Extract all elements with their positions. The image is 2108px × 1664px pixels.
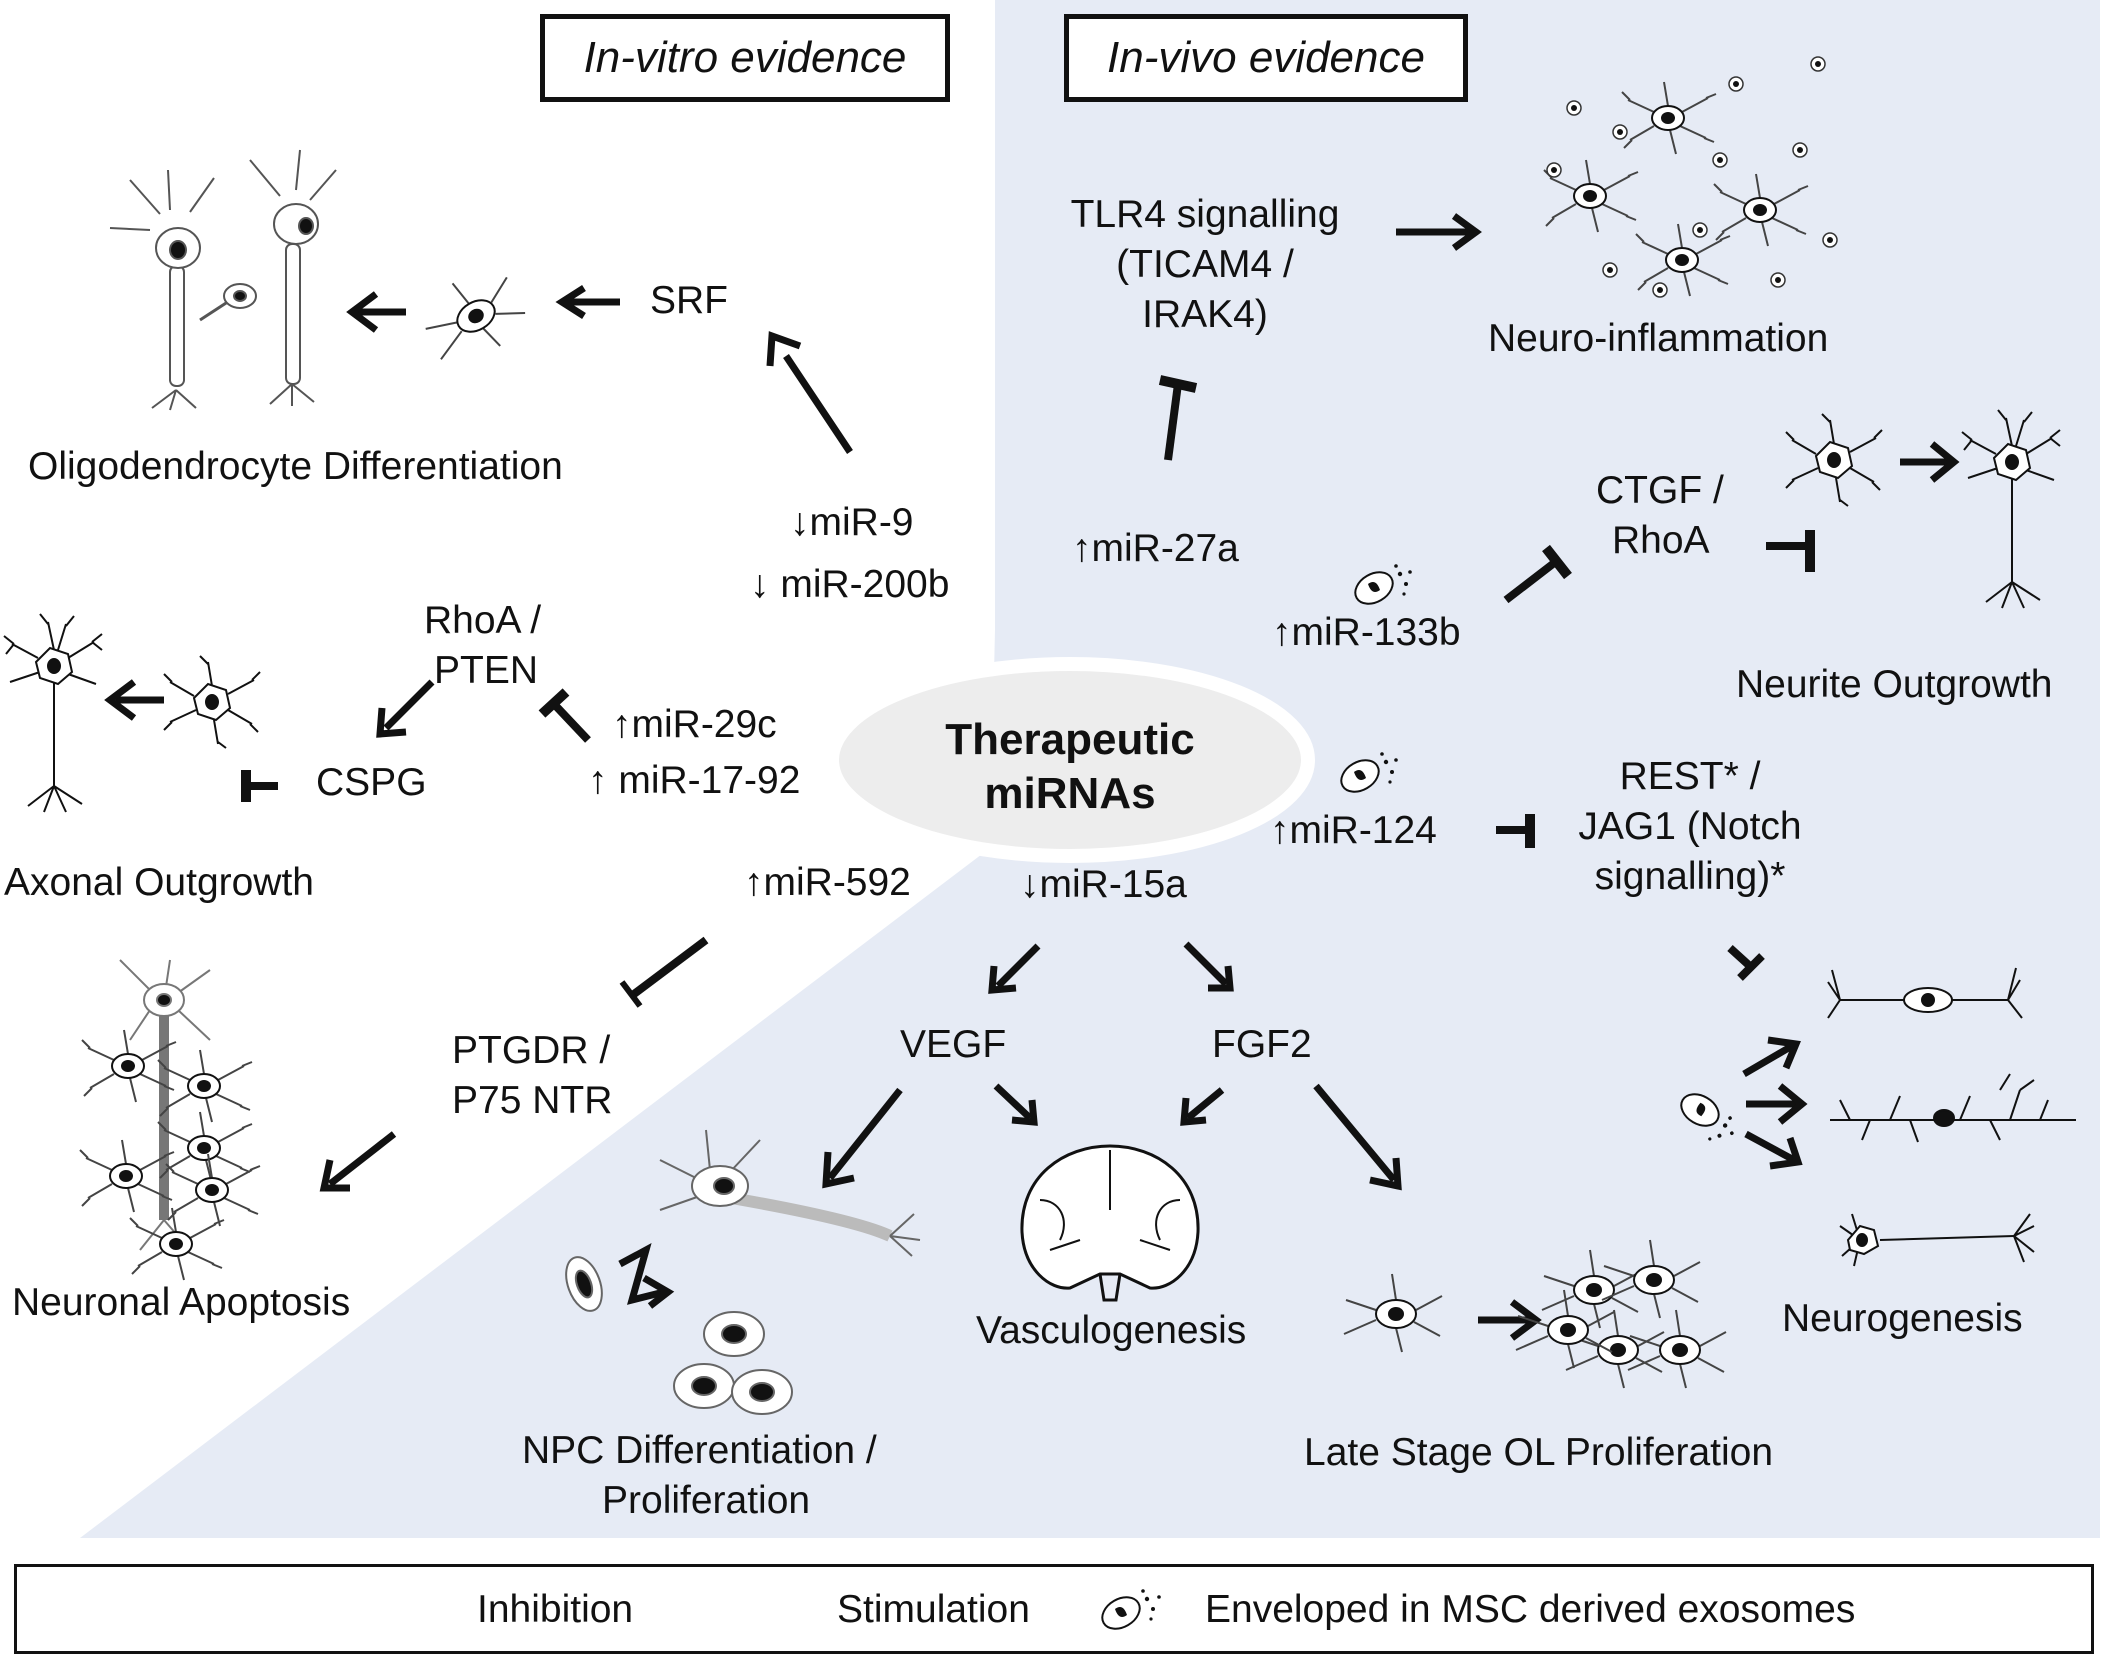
- neurogenesis-illustration: [1827, 967, 2076, 1267]
- label-mir-9: ↓miR-9: [790, 501, 914, 544]
- legend-stimulation-label: Stimulation: [837, 1588, 1030, 1631]
- label-axonal-outgrowth: Axonal Outgrowth: [4, 861, 315, 904]
- arrow-rhoa-to-cspg-head: [376, 707, 407, 738]
- oligodendrocyte-illustration: [109, 149, 337, 411]
- label-cspg: CSPG: [316, 761, 427, 804]
- center-line-1: Therapeutic: [945, 715, 1195, 764]
- center-line-2: miRNAs: [984, 769, 1156, 818]
- arrow-neurogen-1: [1742, 1042, 1794, 1078]
- label-rest-3: signalling)*: [1594, 855, 1786, 898]
- arrow-fgf2-to-lateol: [1313, 1083, 1397, 1183]
- arrow-rhoa-to-cspg: [383, 679, 435, 731]
- opc-cell-icon: [409, 257, 536, 376]
- arrow-mir9-to-srf: [783, 354, 853, 454]
- label-npc-1: NPC Differentiation /: [522, 1429, 877, 1472]
- apoptosis-cell-3: [157, 1111, 253, 1185]
- label-fgf2: FGF2: [1212, 1023, 1312, 1066]
- label-neurogenesis: Neurogenesis: [1782, 1297, 2023, 1340]
- label-neurite-outgrowth: Neurite Outgrowth: [1736, 663, 2053, 706]
- arrow-tlr4-to-neuroinfl-head: [1451, 213, 1482, 251]
- label-ctgf-2: RhoA: [1612, 519, 1710, 562]
- arrow-neurogen-2-head: [1777, 1083, 1808, 1125]
- arrow-mir15a-to-fgf2: [1183, 941, 1229, 987]
- label-srf: SRF: [650, 279, 728, 322]
- arrow-star-to-axon-head: [104, 679, 137, 721]
- label-mir-15a: ↓miR-15a: [1020, 863, 1187, 906]
- arrow-neurogen-3-head: [1769, 1136, 1803, 1170]
- in-vivo-header: In-vivo evidence: [1064, 14, 1468, 102]
- arrow-vegf-to-npc-head: [822, 1151, 855, 1189]
- arrow-vegf-to-vasculo-head: [1011, 1099, 1038, 1126]
- arrow-opc-to-oligo-head: [346, 291, 379, 333]
- arrow-neurogen-1-head: [1767, 1036, 1801, 1070]
- arrow-npc-zigzag: [618, 1243, 665, 1305]
- axonal-star-icon: [163, 655, 261, 749]
- label-mir-27a: ↑miR-27a: [1072, 527, 1239, 570]
- arrow-star-to-neurite-head: [1929, 441, 1960, 483]
- label-ptgdr-1: PTGDR /: [452, 1029, 611, 1072]
- legend-exosomes-label: Enveloped in MSC derived exosomes: [1205, 1588, 1856, 1631]
- inhibit-mir29c-to-rhoa: [551, 701, 591, 743]
- label-late-ol-proliferation: Late Stage OL Proliferation: [1304, 1431, 1774, 1474]
- arrow-srf-to-opc-head: [555, 285, 586, 319]
- label-tlr4-2: (TICAM4 /: [1116, 243, 1294, 286]
- arrow-mir15a-to-fgf2-head: [1208, 965, 1234, 992]
- arrow-npc-zigzag-head: [642, 1274, 675, 1309]
- therapeutic-mirnas-ellipse: [825, 657, 1315, 863]
- arrow-ol-to-prolif-head: [1509, 1299, 1542, 1341]
- label-mir-29c: ↑miR-29c: [612, 703, 777, 746]
- label-neuro-inflammation: Neuro-inflammation: [1488, 317, 1829, 360]
- label-neuronal-apoptosis: Neuronal Apoptosis: [12, 1281, 351, 1324]
- arrow-neurogen-3: [1744, 1130, 1796, 1164]
- legend-exosome-icon: [1101, 1589, 1161, 1630]
- therapeutic-mirnas-title: Therapeutic miRNAs: [840, 672, 1300, 862]
- arrow-ptgdr-to-apoptosis-head: [319, 1159, 350, 1192]
- arrow-mir15a-to-vegf: [995, 943, 1041, 989]
- label-rhoa-pten-1: RhoA /: [424, 599, 542, 642]
- axonal-neuron-icon: [3, 613, 103, 813]
- label-tlr4-3: IRAK4): [1142, 293, 1268, 336]
- brain-illustration: [1020, 1144, 1200, 1302]
- label-mir-133b: ↑miR-133b: [1272, 611, 1461, 654]
- arrow-fgf2-to-vasculo-head: [1180, 1097, 1207, 1126]
- label-ctgf-1: CTGF /: [1596, 469, 1724, 512]
- label-ptgdr-2: P75 NTR: [452, 1079, 613, 1122]
- label-rest-2: JAG1 (Notch: [1578, 805, 1802, 848]
- apoptosis-cell-5: [165, 1153, 261, 1227]
- arrow-fgf2-to-lateol-head: [1369, 1157, 1402, 1191]
- arrow-vegf-to-vasculo: [993, 1083, 1033, 1121]
- label-mir-124: ↑miR-124: [1270, 809, 1437, 852]
- label-rhoa-pten-2: PTEN: [434, 649, 539, 692]
- apoptosis-cell-2: [157, 1049, 253, 1123]
- arrow-mir15a-to-vegf-head: [988, 965, 1017, 994]
- inhibit-mir27a-to-tlr4: [1164, 383, 1182, 461]
- arrow-fgf2-to-vasculo: [1185, 1087, 1225, 1121]
- label-vegf: VEGF: [900, 1023, 1007, 1066]
- label-mir-592: ↑miR-592: [744, 861, 911, 904]
- apoptosis-illustration: [119, 959, 211, 1251]
- arrow-mir9-to-srf-head: [766, 331, 802, 367]
- label-tlr4-1: TLR4 signalling: [1070, 193, 1340, 236]
- label-mir-17-92: ↑ miR-17-92: [588, 759, 801, 802]
- legend: Inhibition Stimulation Enveloped in MSC …: [14, 1564, 2094, 1654]
- arrow-vegf-to-npc: [827, 1087, 903, 1181]
- label-oligodendrocyte-differentiation: Oligodendrocyte Differentiation: [28, 445, 563, 488]
- arrow-ptgdr-to-apoptosis: [327, 1131, 397, 1187]
- label-vasculogenesis: Vasculogenesis: [976, 1309, 1247, 1352]
- inhibit-mir592-to-ptgdr: [631, 936, 709, 998]
- legend-inhibition-label: Inhibition: [477, 1588, 634, 1631]
- label-mir-200b: ↓ miR-200b: [750, 563, 950, 606]
- label-rest-1: REST* /: [1619, 755, 1761, 798]
- in-vitro-header: In-vitro evidence: [540, 14, 950, 102]
- npc-illustration: [565, 1129, 921, 1415]
- label-npc-2: Proliferation: [602, 1479, 811, 1522]
- inhibit-mir133b-to-ctgf: [1503, 556, 1561, 604]
